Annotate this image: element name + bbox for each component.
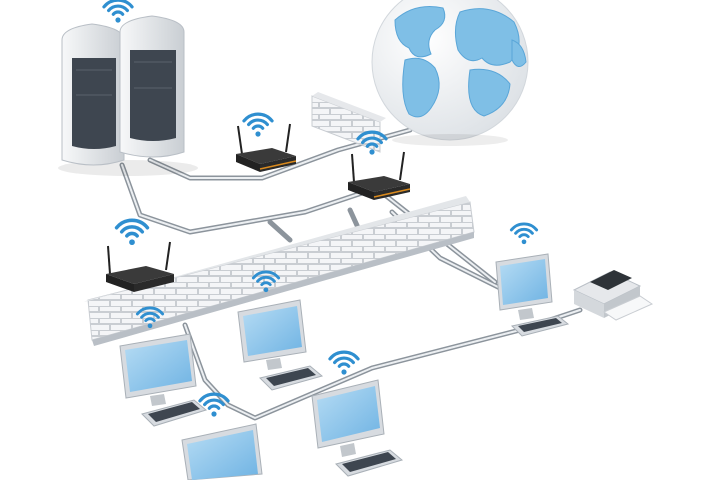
desktop-monitor-icon xyxy=(311,379,385,457)
globe-icon xyxy=(371,0,529,146)
keyboard-icon xyxy=(141,399,208,427)
desktop-monitor-icon xyxy=(119,333,197,406)
wifi-icon xyxy=(135,306,165,329)
router-icon xyxy=(106,241,174,292)
keyboard-icon xyxy=(335,449,404,477)
server-icon xyxy=(58,15,198,176)
wifi-icon xyxy=(114,218,150,246)
wifi-icon xyxy=(102,0,134,23)
keyboard-icon xyxy=(510,315,570,337)
router-icon xyxy=(236,123,297,172)
wifi-icon xyxy=(251,270,281,293)
wifi-icon xyxy=(242,112,274,137)
wifi-icon xyxy=(356,130,388,155)
wifi-icon xyxy=(509,222,539,245)
keyboard-icon xyxy=(259,365,324,391)
firewall-icon xyxy=(84,196,475,346)
desktop-monitor-icon xyxy=(237,299,307,370)
printer-icon xyxy=(572,270,654,321)
wifi-icon xyxy=(198,392,230,417)
wifi-signals xyxy=(102,0,539,417)
firewall-icon xyxy=(311,92,386,153)
router-icon xyxy=(348,151,411,200)
desktop-monitor-icon xyxy=(495,253,553,320)
laptop-icon xyxy=(181,423,263,480)
wifi-icon xyxy=(328,350,360,375)
